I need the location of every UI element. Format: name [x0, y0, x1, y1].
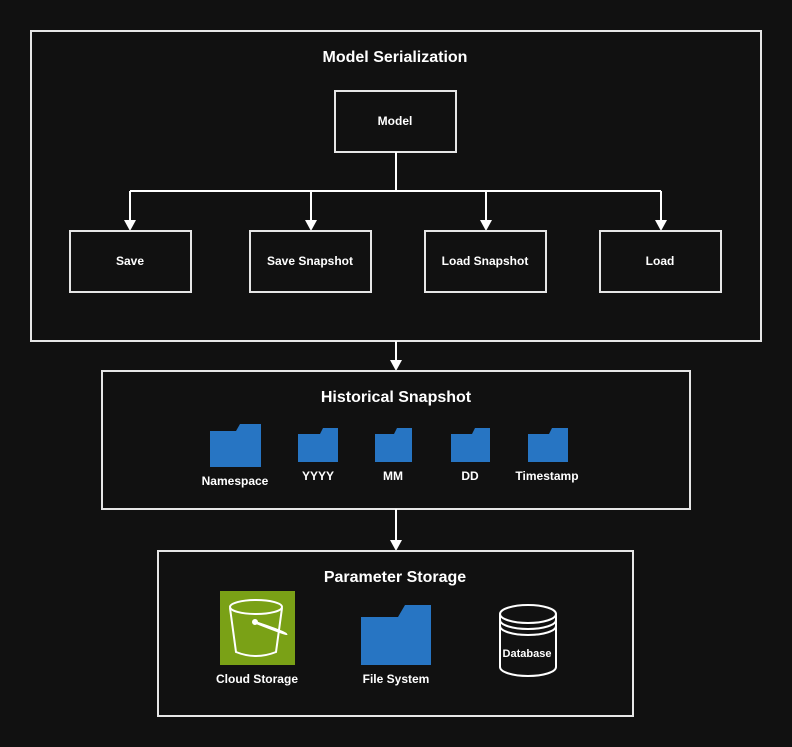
folder-icon — [298, 428, 338, 462]
arrow-to-storage — [390, 540, 402, 551]
folder-namespace[interactable]: Namespace — [202, 424, 269, 488]
arrow-to-snapshot — [390, 360, 402, 371]
save-node-label: Save — [116, 254, 144, 268]
cloud-storage[interactable]: Cloud Storage — [216, 591, 298, 686]
cloud-storage-label: Cloud Storage — [216, 672, 298, 686]
database[interactable]: Database — [499, 604, 557, 677]
folder-timestamp-label: Timestamp — [515, 469, 578, 483]
folder-icon — [375, 428, 412, 462]
load-node[interactable] — [599, 230, 722, 293]
folder-dd-label: DD — [461, 469, 479, 483]
file-system-label: File System — [363, 672, 430, 686]
folder-icon — [210, 424, 261, 467]
database-label: Database — [503, 648, 552, 660]
save-node[interactable] — [69, 230, 192, 293]
folder-icon — [528, 428, 568, 462]
folder-yyyy[interactable]: YYYY — [298, 428, 338, 483]
model-node-label: Model — [378, 114, 413, 128]
folder-mm-label: MM — [383, 469, 403, 483]
database-icon — [499, 604, 557, 677]
bucket-icon-background — [220, 591, 295, 665]
model-serialization-title: Model Serialization — [323, 49, 468, 66]
parameter-storage-title: Parameter Storage — [324, 569, 466, 586]
save-snapshot-node-label: Save Snapshot — [267, 254, 353, 268]
folder-icon — [451, 428, 490, 462]
model-serialization-group: Model Serialization Model Save Save Snap… — [30, 30, 762, 342]
parameter-storage-group: Parameter Storage Cloud Storage File Sys… — [157, 550, 634, 717]
load-snapshot-node-label: Load Snapshot — [442, 254, 529, 268]
folder-timestamp[interactable]: Timestamp — [515, 428, 579, 483]
arrow-to-save — [124, 220, 136, 231]
arrow-to-load — [655, 220, 667, 231]
model-connector — [129, 152, 662, 222]
folder-mm[interactable]: MM — [375, 428, 412, 483]
folder-yyyy-label: YYYY — [302, 469, 334, 483]
folder-dd[interactable]: DD — [451, 428, 490, 483]
parameter-storage-frame — [157, 550, 634, 717]
folder-namespace-label: Namespace — [202, 474, 269, 488]
arrow-to-load-snapshot — [480, 220, 492, 231]
arrow-to-save-snapshot — [305, 220, 317, 231]
bucket-icon — [229, 599, 288, 657]
historical-snapshot-group: Historical Snapshot Namespace YYYY MM DD… — [101, 370, 691, 510]
save-snapshot-node[interactable] — [249, 230, 372, 293]
historical-snapshot-title: Historical Snapshot — [321, 389, 472, 406]
file-system[interactable]: File System — [361, 605, 431, 686]
load-snapshot-node[interactable] — [424, 230, 547, 293]
load-node-label: Load — [646, 254, 675, 268]
folder-icon — [361, 605, 431, 665]
